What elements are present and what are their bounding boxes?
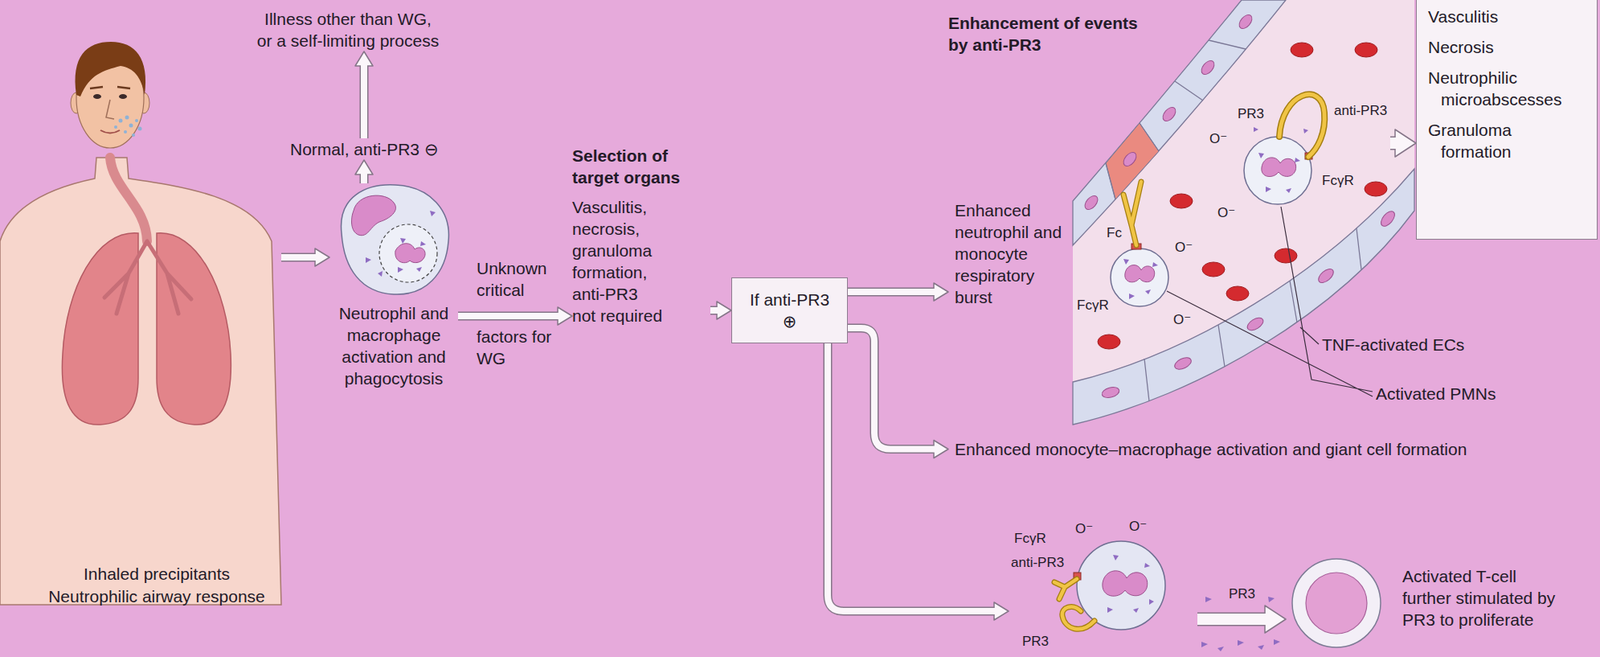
arrow-shaft [281, 253, 317, 261]
arrow-outline [847, 287, 936, 297]
flow-arrow [710, 301, 732, 320]
section-heading: Enhancement of events by anti-PR3 [948, 12, 1142, 56]
effect-text: Enhanced neutrophil and monocyte respira… [948, 199, 1076, 308]
arrow-shaft [710, 306, 719, 314]
arrow-outline [710, 306, 719, 316]
node-text: Enhanced neutrophil and monocyte respira… [954, 199, 1076, 308]
arrow-shaft [1390, 137, 1397, 149]
part-label: O⁻ [1209, 130, 1228, 148]
node-text: Vasculitis, necrosis, granuloma formatio… [572, 196, 665, 327]
flow-arrow [1197, 605, 1286, 633]
arrow-head [933, 440, 949, 459]
part-label: FcγR [1014, 530, 1047, 547]
arrow-shaft [360, 64, 368, 139]
node-text: Vasculitis [1428, 5, 1574, 28]
part-label: FcγR [1321, 172, 1355, 189]
part-label: O⁻ [1075, 520, 1093, 537]
arrow-head [355, 159, 373, 175]
arrow-outline [360, 64, 369, 139]
arrow-shaft [847, 327, 936, 450]
phagocyte-cell [341, 184, 450, 295]
selection-block: Selection of target organsVasculitis, ne… [572, 144, 711, 327]
node-text: Inhaled precipitants [32, 562, 282, 585]
arrow-head [933, 282, 949, 301]
annotation-label: factors for WG [476, 325, 553, 369]
node-text: Granuloma formation [1428, 118, 1574, 163]
flow-arrow [847, 327, 949, 459]
flow-arrow [281, 248, 330, 266]
arrow-head [557, 306, 573, 325]
node-text: Neutrophil and macrophage activation and… [329, 302, 459, 389]
arrow-outline [847, 327, 936, 450]
node-text: Selection of target organs [572, 144, 711, 189]
vessel-node: PR3anti-PR3FcFcγRFcγRO⁻O⁻O⁻O⁻ [1072, 0, 1391, 418]
callout-label: Activated PMNs [1375, 382, 1496, 405]
arrow-head [1264, 605, 1286, 633]
arrow-shaft [847, 288, 936, 295]
callout-label: TNF-activated ECs [1321, 333, 1465, 356]
pr3-releasing-cell [1054, 540, 1281, 651]
arrow-outline [458, 311, 560, 321]
branch-text: Normal, anti-PR3 ⊖ [290, 138, 438, 160]
arrow-head [315, 248, 330, 266]
part-label: O⁻ [1129, 518, 1147, 535]
node-text: Enhanced monocyte–macrophage activation … [954, 437, 1467, 460]
arrow-shaft [458, 312, 560, 320]
part-label: FcγR [1076, 297, 1109, 314]
annotation-label: Unknown critical [476, 257, 553, 301]
node-text: Normal, anti-PR3 ⊖ [290, 138, 438, 160]
part-label: anti-PR3 [1334, 102, 1388, 119]
outcome-text: Illness other than WG, or a self-limitin… [255, 8, 441, 52]
part-label: O⁻ [1173, 311, 1191, 328]
arrow-outline [281, 253, 317, 262]
flow-arrow [355, 51, 373, 139]
flow-arrow [355, 159, 373, 184]
node-text: Illness other than WG, or a self-limitin… [255, 8, 441, 52]
part-label: O⁻ [1217, 204, 1236, 221]
arrow-head [716, 301, 732, 320]
flow-arrow [827, 343, 1009, 620]
node-text: Neutrophilic microabscesses [1428, 66, 1574, 111]
arrow-head [355, 51, 373, 66]
flow-arrow [458, 306, 573, 325]
arrow-shaft [360, 172, 368, 184]
arrow-shaft [1197, 613, 1267, 625]
arrow-outline [827, 343, 996, 611]
edge-label: PR3 [1228, 585, 1256, 602]
flow-arrow [1390, 129, 1416, 157]
cell-node: FcγR anti-PR3PR3 O⁻ O⁻ [1008, 515, 1198, 653]
arrow-shaft [827, 343, 996, 611]
flow-arrow [847, 282, 949, 301]
arrow-head [994, 601, 1009, 620]
part-label: Fc [1106, 225, 1122, 242]
node-text: Necrosis [1428, 36, 1574, 58]
t-cell [1292, 558, 1381, 647]
arrow-outline [360, 172, 369, 184]
part-label: O⁻ [1174, 239, 1193, 256]
part-label: anti-PR3 [1010, 554, 1064, 571]
arrow-head [1395, 129, 1416, 157]
blood-vessel [1072, 0, 1415, 425]
arrow-outline [1197, 612, 1267, 627]
arrow-outline [1390, 136, 1397, 151]
condition-box: If anti-PR3 ⊕ [731, 277, 848, 344]
node-text: If anti-PR3 ⊕ [744, 288, 835, 332]
node-text: Neutrophilic airway response [32, 585, 282, 607]
cell-node: Neutrophil and macrophage activation and… [329, 183, 459, 389]
outcome-box: VasculitisNecrosisNeutrophilic microabsc… [1415, 0, 1598, 240]
part-label: PR3 [1022, 633, 1049, 650]
t-cell-node: Activated T-cell further stimulated by P… [1285, 554, 1598, 651]
part-label: PR3 [1237, 106, 1265, 123]
node-text: Activated T-cell further stimulated by P… [1402, 564, 1564, 631]
effect-text: Enhanced monocyte–macrophage activation … [948, 437, 1467, 460]
person-node: Inhaled precipitantsNeutrophilic airway … [0, 32, 282, 607]
person-figure [0, 41, 282, 605]
